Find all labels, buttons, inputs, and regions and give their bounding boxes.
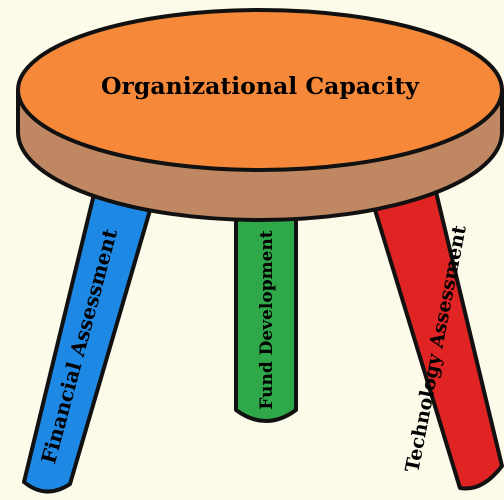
seat-label: Organizational Capacity [101, 73, 420, 100]
leg-technology-shape [370, 190, 504, 491]
seat-top [16, 8, 504, 172]
leg-fund-shape [234, 198, 298, 423]
leg-fund-development: Fund Development [234, 198, 298, 423]
leg-technology-assessment: Technology Assessment [370, 190, 504, 491]
leg-financial-shape [22, 188, 155, 494]
stool-seat: Organizational Capacity [16, 8, 504, 222]
leg-financial-assessment: Financial Assessment [22, 188, 155, 494]
leg-fund-label: Fund Development [257, 230, 277, 409]
